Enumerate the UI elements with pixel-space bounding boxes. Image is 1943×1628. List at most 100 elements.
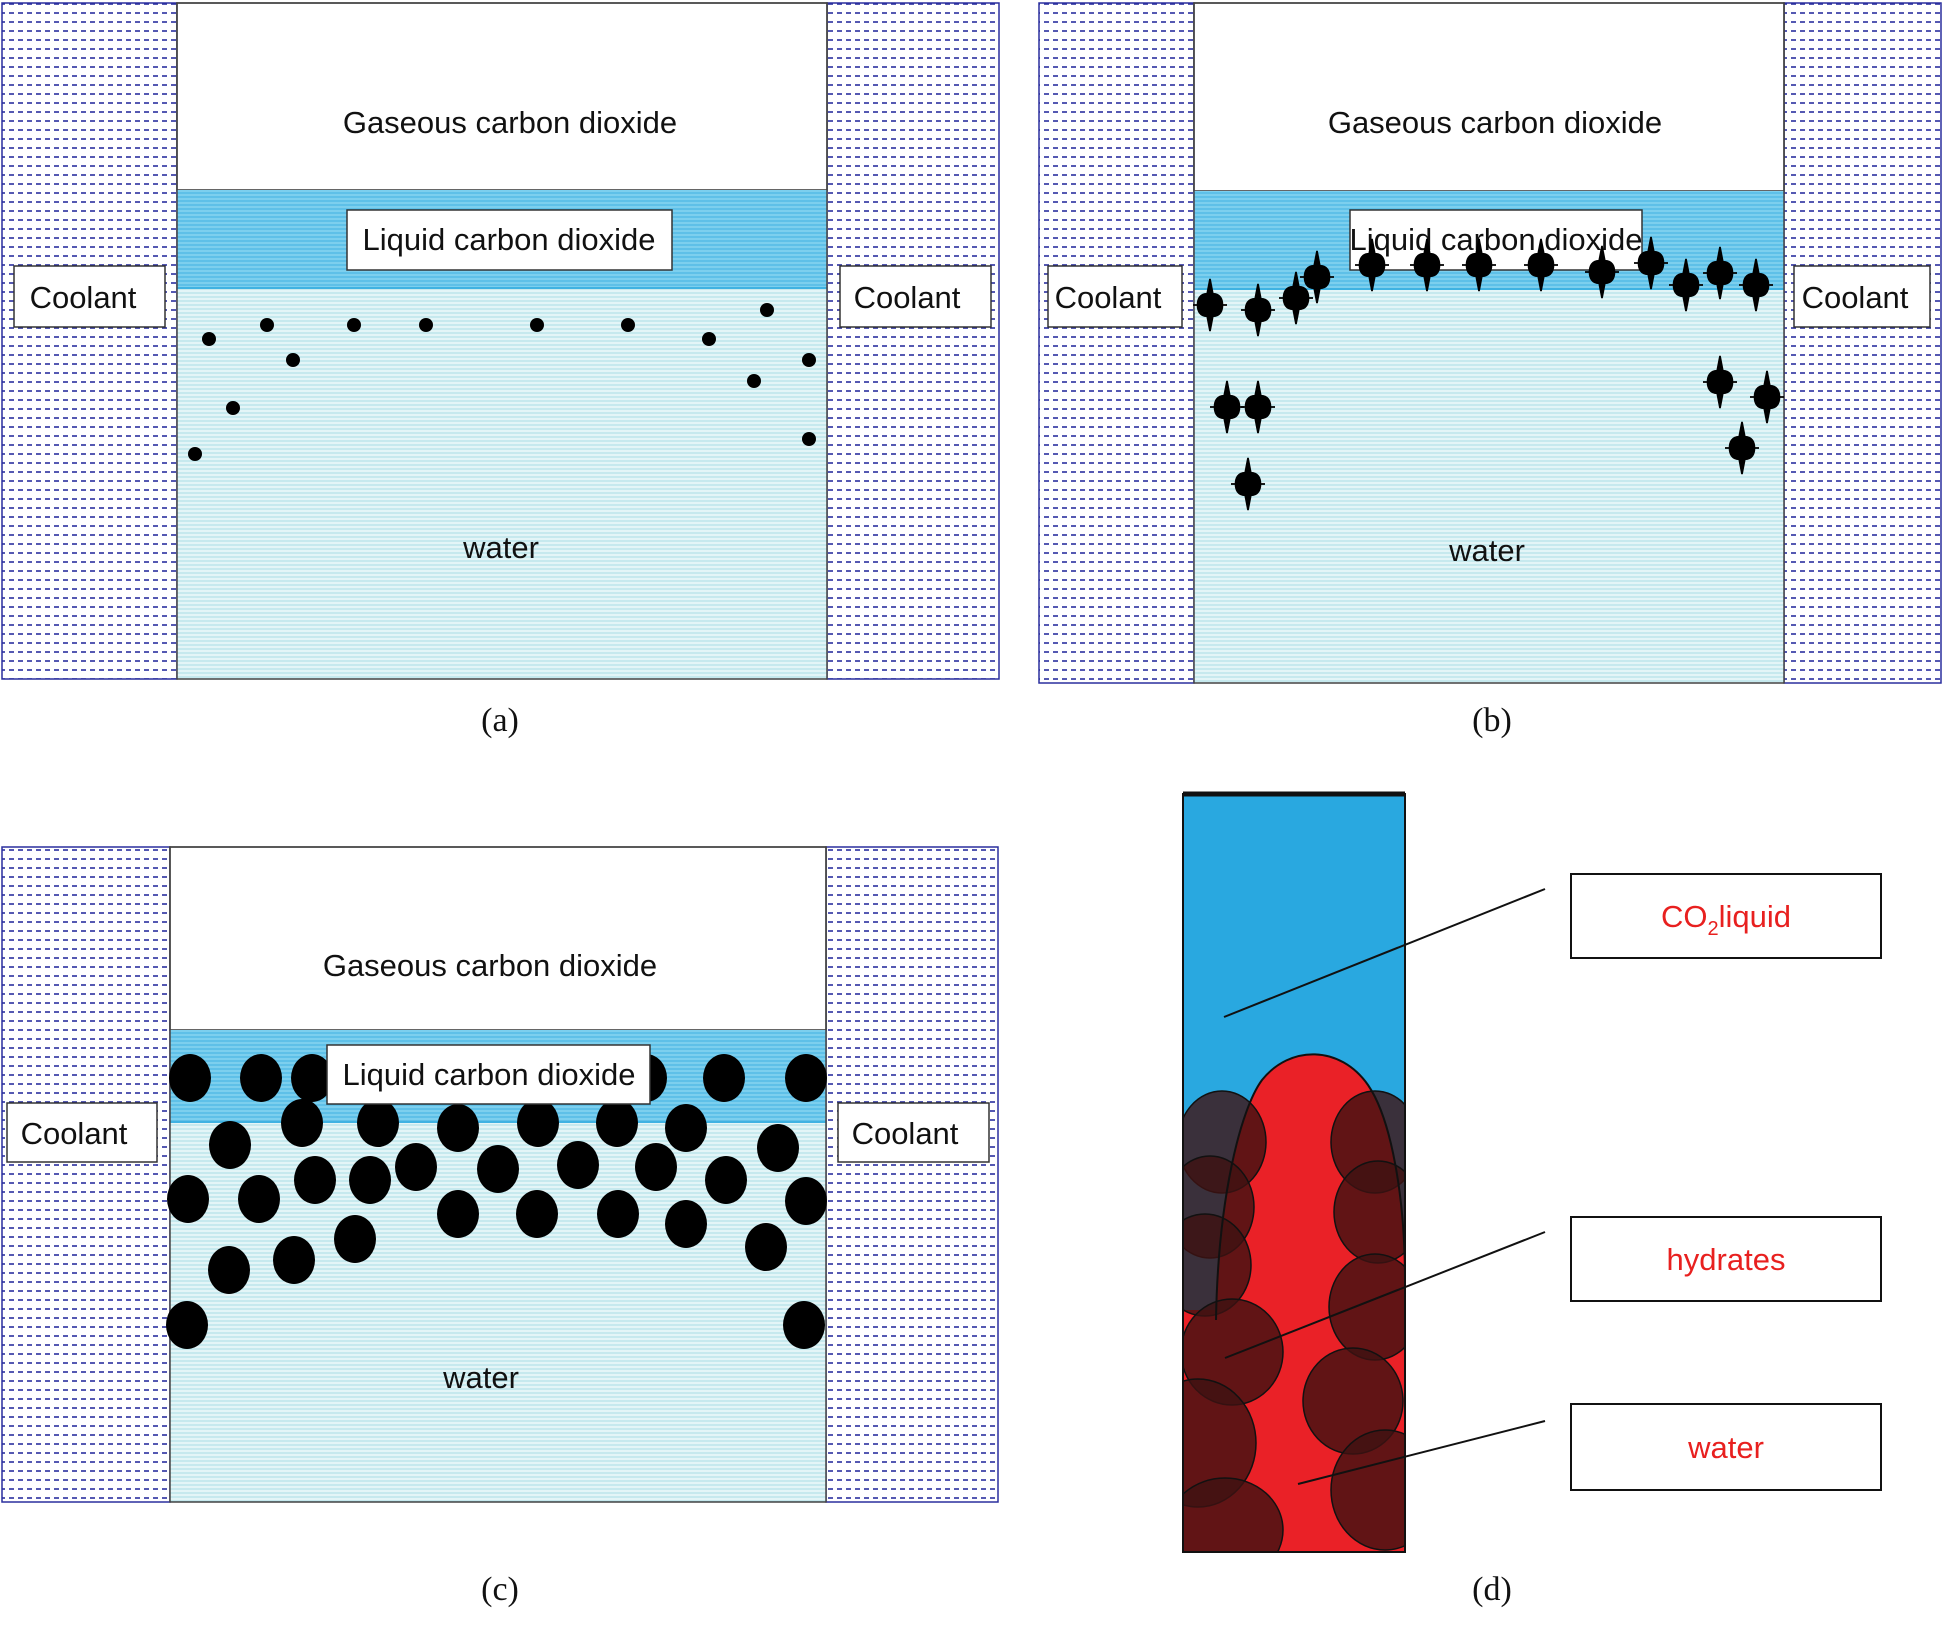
gas-label: Gaseous carbon dioxide [323, 948, 657, 983]
nuclei-dots [188, 303, 816, 461]
hydrate-particle [517, 1099, 559, 1147]
hydrate-particle [294, 1156, 336, 1204]
hydrate-blob [1183, 1477, 1284, 1552]
coolant-left-region [1038, 2, 1195, 684]
gas-label: Gaseous carbon dioxide [1328, 105, 1662, 140]
nucleus-dot [260, 318, 274, 332]
coolant-left-label: Coolant [21, 1116, 128, 1151]
coolant-left-box [1047, 265, 1183, 328]
liquid-label: Liquid carbon dioxide [1350, 222, 1643, 257]
hydrate-particle [785, 1177, 827, 1225]
hydrate-particle [635, 1143, 677, 1191]
liquid-label-box [326, 1044, 651, 1105]
hydrate-particle [273, 1236, 315, 1284]
co2-leader-line [1223, 888, 1546, 1018]
hydrate-particle [281, 1099, 323, 1147]
nucleus-dot [226, 401, 240, 415]
nucleus-dot [760, 303, 774, 317]
hydrate-particle [167, 1175, 209, 1223]
coolant-left-box [6, 1102, 158, 1163]
coolant-right-box [839, 265, 992, 328]
hydrate-blob [1328, 1253, 1405, 1361]
coolant-left-label: Coolant [1055, 280, 1162, 315]
gas-region [1193, 2, 1785, 192]
coolant-left-region [1, 846, 171, 1503]
hydrate-blob [1330, 1429, 1405, 1551]
hydrate-particle [477, 1145, 519, 1193]
nucleus-dot [702, 332, 716, 346]
hydrate-particle [516, 1190, 558, 1238]
coolant-left-box [13, 265, 166, 328]
hydrate-shell-outline [1215, 1053, 1406, 1321]
hydrate-particle [209, 1121, 251, 1169]
nucleus-dot [188, 447, 202, 461]
water-label: water [442, 1360, 519, 1395]
coolant-right-label: Coolant [852, 1116, 959, 1151]
coolant-right-label: Coolant [854, 280, 961, 315]
hydrates-leader-line [1224, 1231, 1546, 1359]
water-region [1194, 289, 1784, 683]
coolant-right-box [1793, 265, 1931, 328]
water-label: water [1687, 1430, 1764, 1465]
liquid-label-box [346, 209, 673, 271]
panel-c: Gaseous carbon dioxide [1, 846, 999, 1608]
water-label: water [462, 530, 539, 565]
nucleus-dot [202, 332, 216, 346]
co2-label: CO2liquid [1661, 899, 1791, 940]
gas-region [169, 846, 827, 1031]
hydrate-particle [597, 1190, 639, 1238]
panel-b: Gaseous carbon dioxide Liquid carbon dio… [1038, 2, 1942, 739]
hydrate-particle [665, 1200, 707, 1248]
coolant-left-region [1, 2, 178, 680]
hydrate-particle [783, 1301, 825, 1349]
hydrate-particle [166, 1301, 208, 1349]
co2-label-box [1570, 873, 1882, 959]
hydrates-label-box [1570, 1216, 1882, 1302]
hydrate-particle [437, 1104, 479, 1152]
hydrate-particle [557, 1141, 599, 1189]
caption-c: (c) [481, 1571, 519, 1608]
hydrate-particle [757, 1124, 799, 1172]
hydrate-particle [240, 1054, 282, 1102]
nucleus-dot [530, 318, 544, 332]
coolant-right-label: Coolant [1802, 280, 1909, 315]
coolant-right-box [837, 1102, 990, 1163]
water-label-box [1570, 1403, 1882, 1491]
panel-d: CO2liquid hydrates water (d) [1182, 791, 1882, 1608]
water-label: water [1448, 533, 1525, 568]
hydrate-particle [705, 1156, 747, 1204]
hydrate-particle [785, 1054, 827, 1102]
nucleus-dot [802, 432, 816, 446]
hydrate-particle [208, 1246, 250, 1294]
coolant-right-region [1783, 2, 1942, 684]
caption-a: (a) [481, 702, 519, 739]
nucleus-dot [347, 318, 361, 332]
hydrate-particle [238, 1175, 280, 1223]
hydrate-particle [334, 1215, 376, 1263]
nucleus-dot [747, 374, 761, 388]
liquid-label-box [1349, 209, 1643, 271]
hydrate-particle [745, 1223, 787, 1271]
water-region [177, 288, 827, 679]
gas-region [176, 2, 828, 191]
hydrates-label: hydrates [1667, 1242, 1786, 1277]
nucleus-dot [286, 353, 300, 367]
hydrate-particle [665, 1104, 707, 1152]
liquid-label: Liquid carbon dioxide [363, 222, 656, 257]
caption-b: (b) [1472, 702, 1512, 739]
hydrate-particle [357, 1099, 399, 1147]
hydrate-particle [703, 1054, 745, 1102]
coolant-right-region [825, 846, 999, 1503]
hydrate-particle [291, 1054, 333, 1102]
nucleus-dot [621, 318, 635, 332]
coolant-left-label: Coolant [30, 280, 137, 315]
gas-label: Gaseous carbon dioxide [343, 105, 677, 140]
nucleus-dot [802, 353, 816, 367]
hydrate-blob [1333, 1160, 1405, 1264]
hydrate-particle [596, 1099, 638, 1147]
coolant-right-region [826, 2, 1000, 680]
water-leader-line [1297, 1420, 1546, 1485]
liquid-label: Liquid carbon dioxide [343, 1057, 636, 1092]
hydrate-particle [395, 1143, 437, 1191]
hydrate-particle [437, 1190, 479, 1238]
